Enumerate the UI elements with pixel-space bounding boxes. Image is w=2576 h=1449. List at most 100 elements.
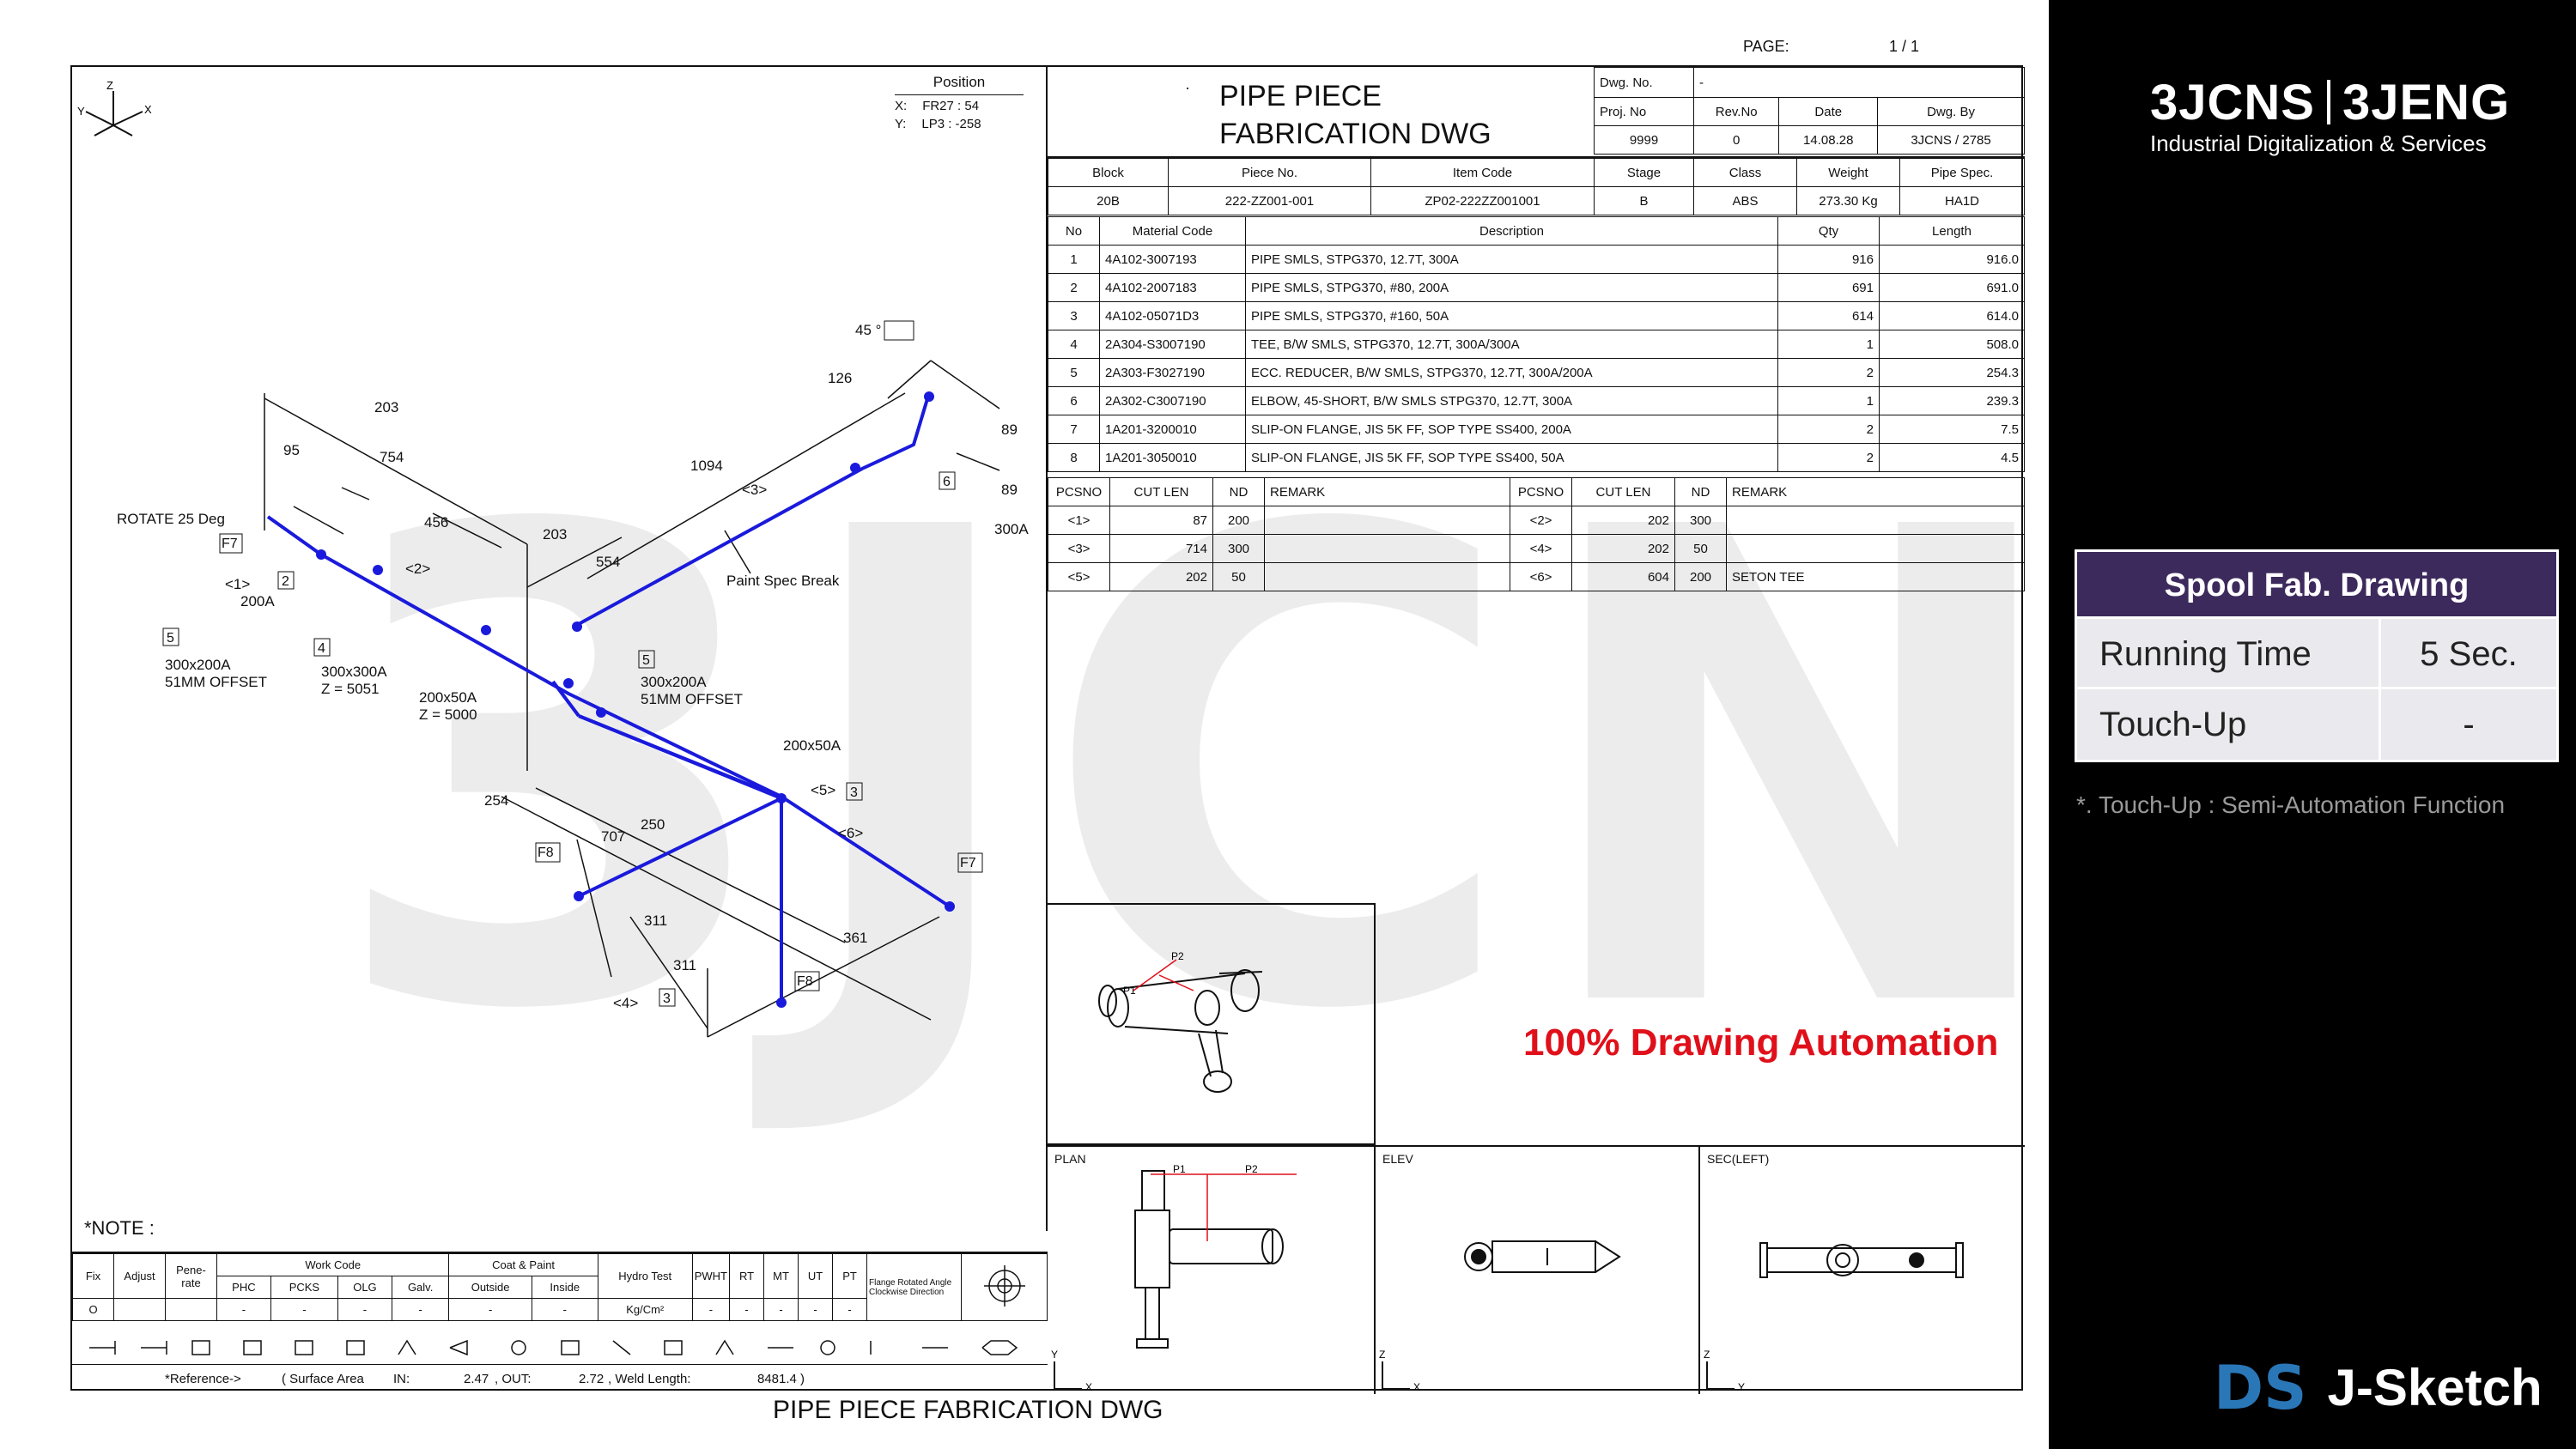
svg-text:45 °: 45 ° [855,322,881,338]
svg-text:<5>: <5> [811,782,835,798]
title-and-tables: · PIPE PIECE FABRICATION DWG Dwg. No. - … [1048,67,2025,1394]
svg-text:311: 311 [644,912,667,929]
svg-text:554: 554 [596,554,620,570]
svg-text:P2: P2 [1245,1163,1258,1175]
svg-text:P1: P1 [1123,985,1136,997]
svg-text:6: 6 [943,475,951,489]
spec-row-running-time: Running Time 5 Sec. [2077,619,2556,689]
svg-text:126: 126 [828,370,852,386]
svg-text:95: 95 [283,442,300,458]
position-box: Position X:FR27 : 54 Y:LP3 : -258 [895,74,1024,131]
svg-text:Z = 5000: Z = 5000 [419,706,477,723]
block-table: Block Piece No. Item Code Stage Class We… [1048,158,2025,215]
material-header-row: No Material Code Description Qty Length [1048,216,2025,246]
flange-rotation-icon [983,1265,1025,1307]
svg-text:Y: Y [1051,1349,1058,1361]
svg-text:707: 707 [601,828,625,845]
svg-text:P2: P2 [1171,950,1184,962]
position-title: Position [895,74,1024,95]
svg-text:Y: Y [77,105,85,118]
svg-text:300A: 300A [994,521,1029,537]
axis-icon [85,91,143,136]
svg-text:F7: F7 [222,537,238,551]
svg-text:89: 89 [1001,421,1018,438]
3d-preview-drawing: P1 P2 [1098,950,1263,1093]
cut-length-table: PCSNO CUT LEN ND REMARK PCSNO CUT LEN ND… [1048,477,2025,591]
automation-headline: 100% Drawing Automation [1523,1022,1999,1064]
pipe-route [266,392,951,1003]
svg-text:F7: F7 [960,856,976,870]
svg-text:<4>: <4> [613,995,638,1011]
svg-text:P1: P1 [1173,1163,1186,1175]
note-label: *NOTE : [84,1217,155,1239]
svg-text:51MM OFFSET: 51MM OFFSET [165,674,267,690]
svg-text:2: 2 [282,574,289,589]
svg-text:89: 89 [1001,482,1018,498]
work-code-block: Fix Adjust Pene- rate Work Code Coat & P… [72,1252,1048,1392]
svg-text:203: 203 [374,399,398,415]
position-x: X:FR27 : 54 [895,99,980,113]
svg-text:F8: F8 [538,846,554,860]
sheet-footer-title: PIPE PIECE FABRICATION DWG [773,1396,1163,1424]
svg-text:4: 4 [318,641,325,656]
fitting-symbols-icon [89,1339,1018,1356]
svg-text:311: 311 [673,957,696,973]
svg-text:Paint Spec Break: Paint Spec Break [726,573,840,589]
svg-text:361: 361 [843,930,867,946]
title-block: · PIPE PIECE FABRICATION DWG Dwg. No. - … [1048,67,2025,158]
svg-text:250: 250 [641,816,665,833]
material-table: No Material Code Description Qty Length … [1048,216,2025,472]
svg-text:5: 5 [642,653,650,668]
pipe-nodes [316,391,955,1008]
reference-row: *Reference-> ( Surface Area IN: 2.47 , O… [165,1372,805,1386]
iso-text: ROTATE 25 Deg Paint Spec Break 300x200A … [117,322,1029,1011]
svg-text:754: 754 [380,449,404,465]
spec-table: Spool Fab. Drawing Running Time 5 Sec. T… [2075,549,2559,762]
svg-text:ROTATE 25 Deg: ROTATE 25 Deg [117,511,225,527]
svg-text:254: 254 [484,792,508,809]
svg-text:200A: 200A [240,593,275,609]
page-label: PAGE: [1743,38,1789,55]
svg-text:Z: Z [1379,1349,1385,1361]
brand-tagline: Industrial Digitalization & Services [2150,130,2487,156]
svg-text:X: X [144,103,152,116]
position-y: Y:LP3 : -258 [895,117,981,131]
ds-logo-icon: DS [2214,1353,2307,1423]
drawing-sheet: Z Y X [70,65,2025,1394]
footnote: *. Touch-Up : Semi-Automation Function [2076,791,2506,818]
svg-text:Z: Z [106,79,113,92]
svg-text:Y: Y [1738,1381,1745,1392]
isometric-area: Z Y X [72,67,1048,1239]
isometric-drawing: Z Y X [77,79,1029,1038]
svg-text:<6>: <6> [838,825,863,841]
iso-tags: F7 F8 F8 F7 2 5 4 5 6 3 3 [162,320,983,1007]
svg-text:<3>: <3> [742,482,767,498]
svg-text:203: 203 [543,526,567,543]
svg-text:X: X [1413,1381,1420,1392]
svg-text:1094: 1094 [690,458,723,474]
title-dot: · [1185,79,1190,96]
work-code-table: Fix Adjust Pene- rate Work Code Coat & P… [72,1253,1048,1321]
svg-text:300x200A: 300x200A [165,657,231,673]
svg-text:300x300A: 300x300A [321,664,387,680]
3d-view-panel: P1 P2 [1048,903,1376,1145]
svg-text:3: 3 [663,991,671,1006]
svg-text:5: 5 [167,631,174,646]
svg-text:<1>: <1> [225,576,250,592]
svg-text:3: 3 [850,785,858,800]
svg-text:456: 456 [424,514,448,530]
svg-text:Z = 5051: Z = 5051 [321,681,380,697]
page-value: 1 / 1 [1889,38,1920,55]
drawing-title: PIPE PIECE FABRICATION DWG [1219,80,1492,150]
